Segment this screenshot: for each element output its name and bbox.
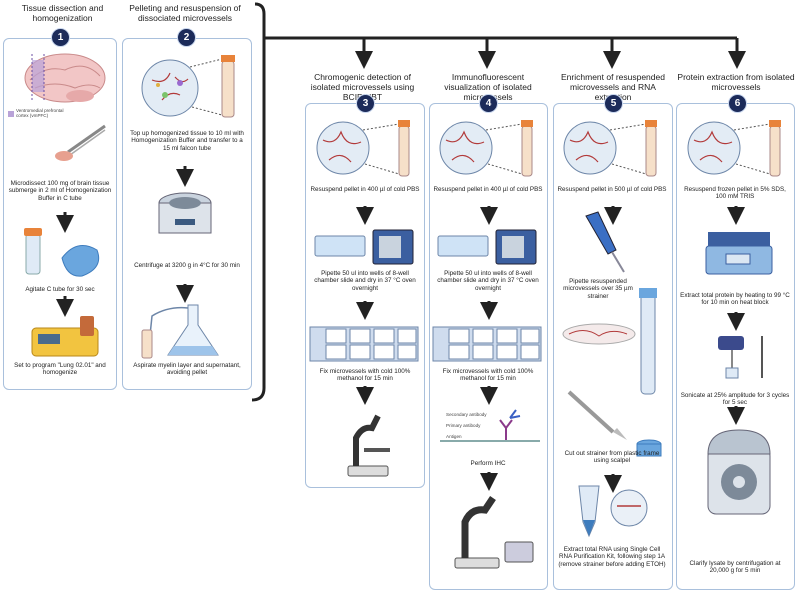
arrow-5a — [604, 206, 622, 225]
step5-caption-3: Cut out strainer from plastic frame usin… — [564, 450, 660, 465]
arrow-4c — [480, 386, 498, 405]
step3-caption-1: Resuspend pellet in 400 µl of cold PBS — [310, 186, 420, 193]
homogenizer-icon — [31, 316, 99, 357]
pipette-icon — [585, 211, 625, 273]
brain-illustration — [24, 53, 106, 103]
arrow-5b — [604, 474, 622, 493]
arrow-4d — [480, 472, 498, 491]
arrow-6b — [727, 312, 745, 331]
antibody-icon — [440, 409, 540, 442]
arrow-3b — [356, 301, 374, 320]
step3-caption-2: Pipette 50 ul into wells of 8-well chamb… — [314, 270, 416, 292]
chamber-slide-icon-4 — [432, 326, 542, 362]
strainer-frame-icon — [636, 439, 662, 457]
secondary-antibody-label: Secondary antibody — [446, 412, 487, 417]
arrow-3c — [356, 386, 374, 405]
step5-caption-4: Extract total RNA using Single Cell RNA … — [558, 546, 666, 568]
sonicator-icon — [718, 336, 763, 379]
step2-title: Pelleting and resuspension of dissociate… — [129, 3, 241, 23]
strainer-tube-icon — [562, 288, 657, 395]
vmpfc-legend: Ventromedial prefrontal cortex (vmPFC) — [16, 108, 64, 119]
microvessel-circle-icon-6 — [687, 120, 781, 177]
arrow-1b — [56, 296, 74, 317]
slide-oven-icon-4 — [437, 229, 537, 265]
step4-caption-4: Perform IHC — [470, 460, 506, 467]
step4-caption-2: Pipette 50 ul into wells of 8-well chamb… — [437, 270, 539, 292]
centrifuge-icon — [158, 192, 212, 234]
step5-caption-1: Resuspend pellet in 500 µl of cold PBS — [557, 186, 667, 193]
step4-caption-1: Resuspend pellet in 400 µl of cold PBS — [433, 186, 543, 193]
legend-swatch — [8, 111, 14, 117]
step1-caption-2: Agitate C tube for 30 sec — [25, 286, 95, 293]
step2-badge: 2 — [177, 28, 196, 47]
step1-badge: 1 — [51, 28, 70, 47]
chamber-slide-icon — [309, 326, 419, 362]
flask-aspiration-icon — [141, 304, 219, 359]
step6-caption-1: Resuspend frozen pellet in 5% SDS, 100 m… — [684, 186, 786, 201]
arrow-2b — [176, 284, 194, 303]
c-tube-icon — [24, 228, 100, 277]
step6-caption-3: Sonicate at 25% amplitude for 3 cycles f… — [680, 392, 790, 407]
step6-title: Protein extraction from isolated microve… — [677, 72, 795, 92]
step6-caption-4: Clarify lysate by centrifugation at 20,0… — [689, 560, 781, 575]
step6-badge: 6 — [728, 94, 747, 113]
microscope-icon — [347, 414, 390, 477]
microvessel-circle-icon-5 — [563, 120, 657, 177]
step1-title: Tissue dissection and homogenization — [21, 3, 104, 23]
primary-antibody-label: Primary antibody — [446, 423, 481, 428]
step5-badge: 5 — [604, 94, 623, 113]
arrow-1a — [56, 212, 74, 233]
step4-badge: 4 — [479, 94, 498, 113]
dissociated-microvessels-icon — [141, 55, 235, 118]
step6-caption-2: Extract total protein by heating to 99 °… — [680, 292, 790, 307]
step2-caption-3: Aspirate myelin layer and supernatant, a… — [133, 362, 241, 377]
forceps-icon — [55, 124, 106, 161]
step1-caption-3: Set to program "Lung 02.01" and homogeni… — [14, 362, 106, 377]
scalpel-icon — [567, 390, 627, 440]
step4-caption-3: Fix microvessels with cold 100% methanol… — [442, 368, 534, 383]
arrow-4b — [480, 301, 498, 320]
fluorescence-microscope-icon — [454, 496, 534, 569]
arrow-4a — [480, 206, 498, 225]
microcentrifuge-icon — [707, 429, 771, 515]
slide-oven-icon — [314, 229, 414, 265]
step2-caption-2: Centrifuge at 3200 g in 4°C for 30 min — [134, 262, 240, 269]
arrow-6c — [727, 406, 745, 425]
rna-tube-icon — [578, 485, 648, 538]
microvessel-circle-icon — [316, 120, 410, 177]
arrow-2a — [176, 166, 194, 187]
microvessel-circle-icon-4 — [439, 120, 533, 177]
step3-badge: 3 — [356, 94, 375, 113]
step5-caption-2: Pipette resuspended microvessels over 35… — [563, 278, 633, 300]
arrow-3a — [356, 206, 374, 225]
step3-caption-3: Fix microvessels with cold 100% methanol… — [319, 368, 411, 383]
antigen-label: Antigen — [446, 434, 462, 439]
arrow-6a — [727, 206, 745, 225]
heat-block-icon — [705, 232, 773, 275]
step2-caption-1: Top up homogenized tissue to 10 ml with … — [130, 130, 244, 152]
step1-caption-1: Microdissect 100 mg of brain tissue subm… — [8, 180, 112, 202]
